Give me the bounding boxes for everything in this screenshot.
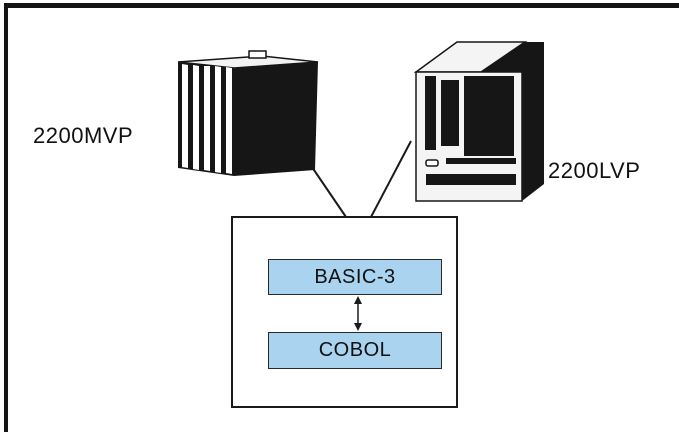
cabinet-computer-icon xyxy=(177,50,319,176)
connector-line-lvp xyxy=(370,140,412,218)
language-label-cobol: COBOL xyxy=(318,339,392,361)
language-panel xyxy=(231,216,458,408)
language-box-cobol: COBOL xyxy=(268,332,442,369)
language-label-basic: BASIC-3 xyxy=(314,265,396,288)
label-2200mvp: 2200MVP xyxy=(33,123,134,148)
desktop-computer-icon xyxy=(413,41,544,202)
bidirectional-arrow-icon xyxy=(354,296,362,331)
language-box-basic: BASIC-3 xyxy=(268,259,442,295)
frame-left-border xyxy=(4,3,8,432)
frame-top-border xyxy=(4,3,679,8)
label-2200lvp: 2200LVP xyxy=(548,158,641,183)
